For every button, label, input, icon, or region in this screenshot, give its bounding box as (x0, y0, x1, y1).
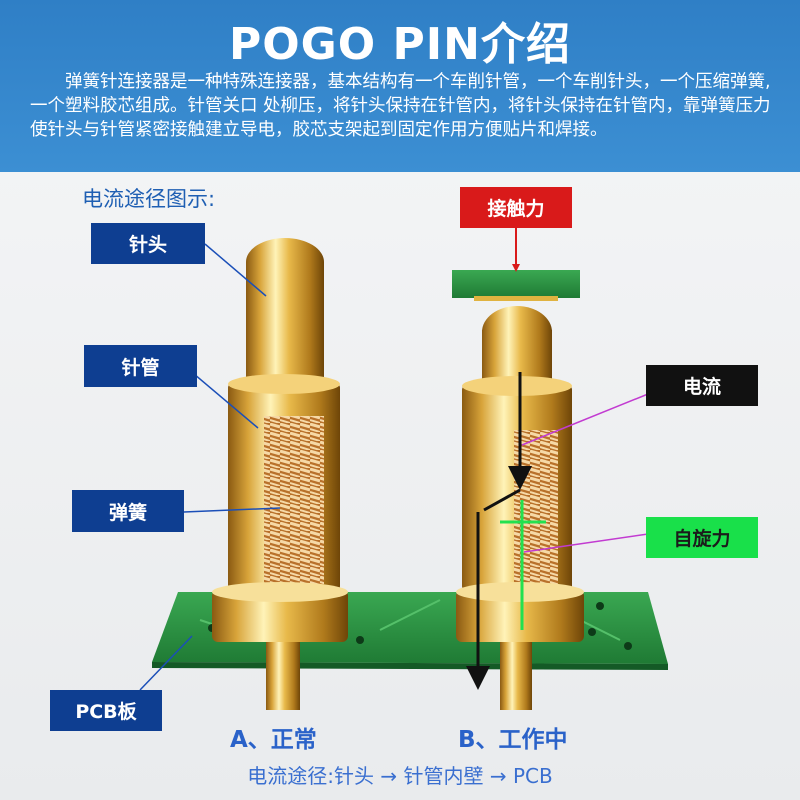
label-current: 电流 (646, 365, 758, 406)
label-pcb: PCB板 (50, 690, 162, 731)
page-title: POGO PIN介绍 (229, 19, 571, 70)
current-path-footer: 电流途径:针头 → 针管内壁 → PCB (247, 764, 553, 788)
label-spring: 弹簧 (72, 490, 184, 532)
label-pin-head: 针头 (91, 223, 205, 264)
caption-a: A、正常 (230, 727, 317, 753)
current-path (466, 372, 532, 690)
spin-force-lines (500, 500, 546, 630)
contact-pcb (452, 270, 580, 301)
pogo-pin-a (212, 238, 348, 710)
caption-b: B、工作中 (458, 727, 568, 753)
header-banner: POGO PIN介绍 弹簧针连接器是一种特殊连接器，基本结构有一个车削针管，一个… (0, 0, 800, 172)
intro-paragraph: 弹簧针连接器是一种特殊连接器，基本结构有一个车削针管，一个车削针头，一个压缩弹簧… (30, 72, 771, 140)
label-spin-force: 自旋力 (646, 517, 758, 558)
leader-lines (139, 243, 649, 691)
label-contact-force: 接触力 (460, 187, 572, 228)
label-barrel: 针管 (84, 345, 197, 387)
spring-a (264, 416, 324, 596)
diagram-subtitle: 电流途径图示: (82, 187, 216, 211)
